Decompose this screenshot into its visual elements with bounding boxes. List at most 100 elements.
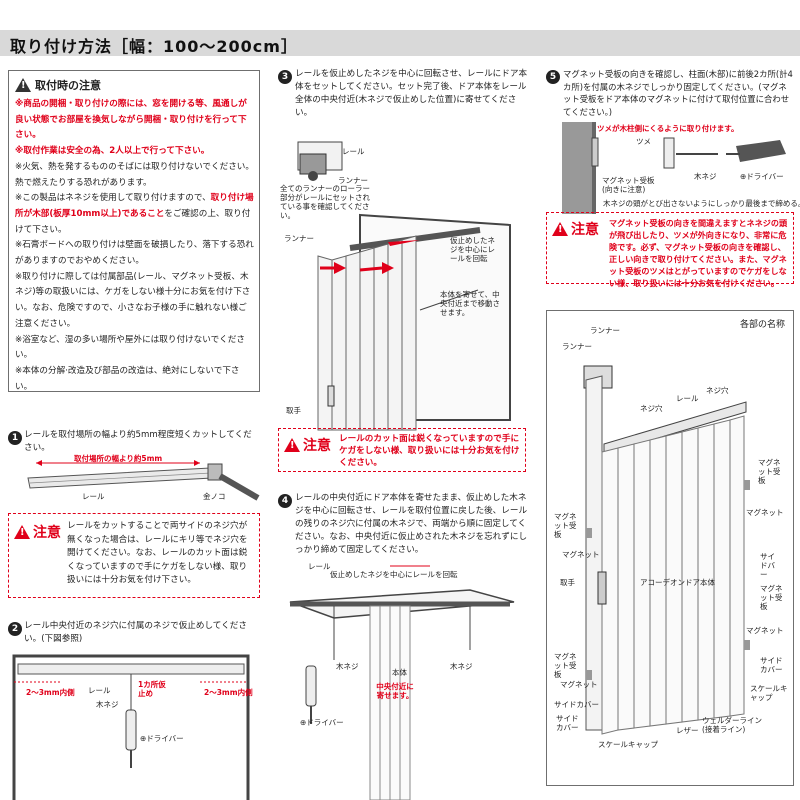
title-bar: 取り付け方法［幅：100〜200cm］ [0, 30, 800, 56]
parts-side-cover-r: サイドカバー [760, 656, 783, 674]
step3-diagram [297, 141, 511, 431]
parts-scale-cap-b: スケールキャップ [598, 740, 658, 749]
step1-diagram [27, 460, 260, 501]
step5-tsume-label: ツメ [636, 137, 651, 146]
warning-icon [15, 78, 31, 92]
step2-temp-label: 1カ所仮止め [138, 680, 166, 698]
step3-text: レールを仮止めしたネジを中心に回転させ、レールにドア本体をセットしてください。セ… [295, 69, 528, 118]
step4-driver-label: ⊕ドライバー [300, 718, 344, 727]
step4-screw-right: 木ネジ [450, 662, 473, 671]
notice-item: ※この製品はネネジを使用して取り付けますので、取り付け場所が木部(板厚10mm以… [15, 191, 255, 238]
page-title: 取り付け方法［幅：100〜200cm］ [10, 37, 298, 56]
step3-caution-box: 注意 レールのカット面は鋭くなっていますので手にケガをしない様、取り扱いには十分… [278, 428, 526, 472]
warning-icon [14, 525, 30, 539]
step1-rail-label: レール [82, 492, 105, 501]
parts-scale-cap-r: スケールキャップ [750, 684, 788, 702]
parts-door-body: アコーデオンドア本体 [640, 578, 715, 587]
step4-diagram [289, 565, 515, 800]
notice-item: ※本体の分解·改造及び部品の改造は、絶対にしないで下さい。 [15, 365, 240, 392]
parts-magnet-r: マグネット [746, 508, 784, 517]
notice-list: ※商品の開梱・取り付けの際には、窓を開ける等、風通しが良い状態でお部屋を換気しな… [15, 97, 255, 395]
parts-side-bar-r: サイドバー [760, 552, 775, 579]
step2-gap-right: 2〜3mm内側 [204, 688, 253, 697]
step3-caution-head: 注意 [284, 435, 331, 455]
parts-magnet-r2: マグネット [746, 626, 784, 635]
step2-diagram [12, 654, 250, 800]
notice-item: ※商品の開梱・取り付けの際には、窓を開ける等、風通しが良い状態でお部屋を換気しな… [15, 99, 247, 141]
step3-caution-text: レールのカット面は鋭くなっていますので手にケガをしない様、取り扱いには十分お気を… [339, 434, 520, 468]
step5-number: 5 [546, 70, 560, 84]
parts-side-cover-l2: サイドカバー [556, 714, 579, 732]
step3-caution-word: 注意 [303, 438, 331, 454]
step5-caution-box: 注意 マグネット受板の向きを間違えますとネネジの頭が飛び出したり、ツメが外向きに… [546, 212, 794, 288]
parts-screw-hole1: ネジ穴 [706, 386, 729, 395]
step1-caution-box: 注意 レールをカットすることで両サイドのネジ穴が無くなった場合は、レールにキリ等… [8, 513, 260, 598]
parts-runner2: ランナー [562, 342, 592, 351]
parts-welder-line: ウェルダーライン(接着ライン) [702, 716, 762, 734]
step2-driver-label: ⊕ドライバー [140, 734, 184, 743]
parts-diagram [583, 365, 750, 735]
step4-screw-left: 木ネジ [336, 662, 359, 671]
step1-number: 1 [8, 431, 22, 445]
step3-number: 3 [278, 70, 292, 84]
notice-item: ※浴室など、湿の多い場所や屋外には取り付けないでください。 [15, 334, 245, 361]
step3-move-label: 本体を寄せて、中央付近まで移動させます。 [440, 290, 500, 317]
parts-magnet-plate-l: マグネット受板 [554, 512, 577, 539]
step1-width-label: 取付場所の幅より約5mm [74, 454, 163, 463]
step5-diagram [562, 122, 786, 214]
parts-magnet-plate-r2: マグネット受板 [760, 584, 783, 611]
warning-icon [284, 438, 300, 452]
notice-item: ※火気、熱を発するもののそばには取り付けないでください。熱で燃えたりする恐れがあ… [15, 161, 254, 188]
notice-item: ※取り付けに際しては付属部品(レール、マグネット受板、木ネジ)等の取扱いには、ケ… [15, 271, 251, 329]
notice-heading: 取付時の注意 [35, 79, 101, 92]
notice-item: ※石膏ボードへの取り付けは壁面を破損したり、落下する恐れがありますのでおやめくだ… [15, 240, 254, 267]
parts-magnet-plate-r: マグネット受板 [758, 458, 781, 485]
parts-leather: レザー [676, 726, 699, 735]
step5-text: マグネット受板の向きを確認し、柱面(木部)に前後2カ所(計4カ所)を付属の木ネジ… [563, 69, 793, 117]
step5-claw-label: ツメが木柱側にくるように取り付けます。 [597, 124, 739, 133]
notice-box: 取付時の注意 ※商品の開梱・取り付けの際には、窓を開ける等、風通しが良い状態でお… [8, 70, 260, 392]
warning-icon [552, 222, 568, 236]
step5-caution-word: 注意 [571, 222, 599, 238]
step1-text: レールを取付場所の幅より約5mm程度短くカットしてください。 [24, 430, 252, 453]
step1-caution-head: 注意 [14, 522, 61, 542]
step5-plate-label: マグネット受板(向きに注意) [602, 176, 655, 194]
parts-side-cover-l: サイドカバー [554, 700, 599, 709]
step1-caution-word: 注意 [33, 525, 61, 541]
step5-driver-label: ⊕ドライバー [740, 172, 784, 181]
step3-runner-note: 全てのランナーのローラー部分がレールにセットされている事を確認してください。 [280, 184, 370, 220]
step3-handle-label: 取手 [286, 406, 301, 415]
step3-pivot-label: 仮止めしたネジを中心にレールを回転 [450, 236, 495, 263]
step2-rail-label: レール [88, 686, 111, 695]
notice-heading-row: 取付時の注意 [15, 77, 101, 93]
step2-gap-left: 2〜3mm内側 [26, 688, 75, 697]
step4-number: 4 [278, 494, 292, 508]
parts-box: 各部の名称 [546, 310, 794, 786]
step3-rail-label: レール [342, 147, 365, 156]
step4-center-label: 中央付近に寄せます。 [376, 682, 414, 700]
step4-body-label: 本体 [392, 668, 407, 677]
parts-heading: 各部の名称 [739, 320, 785, 330]
step1-saw-label: 金ノコ [203, 492, 226, 501]
step4-rail-label: レール [308, 562, 331, 571]
parts-magnet-l: マグネット [562, 550, 600, 559]
notice-item: ※取付作業は安全の為、2人以上で行って下さい。 [15, 146, 210, 157]
step2-text: レール中央付近のネジ穴に付属のネジで仮止めしてください。(下図参照) [24, 621, 247, 644]
step1-caution-text: レールをカットすることで両サイドのネジ穴が無くなった場合は、レールにキリ等でネジ… [67, 521, 248, 585]
parts-runner1: ランナー [590, 326, 620, 335]
step5-flush-label: 木ネジの頭がとび出さないようにしっかり最後まで締める。 [603, 199, 800, 208]
step5-caution-head: 注意 [552, 219, 599, 239]
parts-magnet-plate-l2: マグネット受板 [554, 652, 577, 679]
step5-screw-label: 木ネジ [694, 172, 717, 181]
step4-pivot-label: 仮止めしたネジを中心にレールを回転 [330, 570, 458, 579]
parts-handle: 取手 [560, 578, 575, 587]
step3-runner-label: ランナー [284, 234, 314, 243]
step5-caution-text: マグネット受板の向きを間違えますとネネジの頭が飛び出したり、ツメが外向きになり、… [609, 218, 788, 288]
step3-runner-top-label: ランナー [338, 176, 368, 185]
parts-screw-hole2: ネジ穴 [640, 404, 663, 413]
notice-item-part: ※この製品はネネジを使用して取り付けますので、 [15, 193, 211, 204]
parts-magnet-l2: マグネット [560, 680, 598, 689]
step2-screw-label: 木ネジ [96, 700, 119, 709]
notice-item-part: をご確認の上、取り付けて下さい。 [15, 208, 251, 235]
parts-rail: レール [676, 394, 699, 403]
